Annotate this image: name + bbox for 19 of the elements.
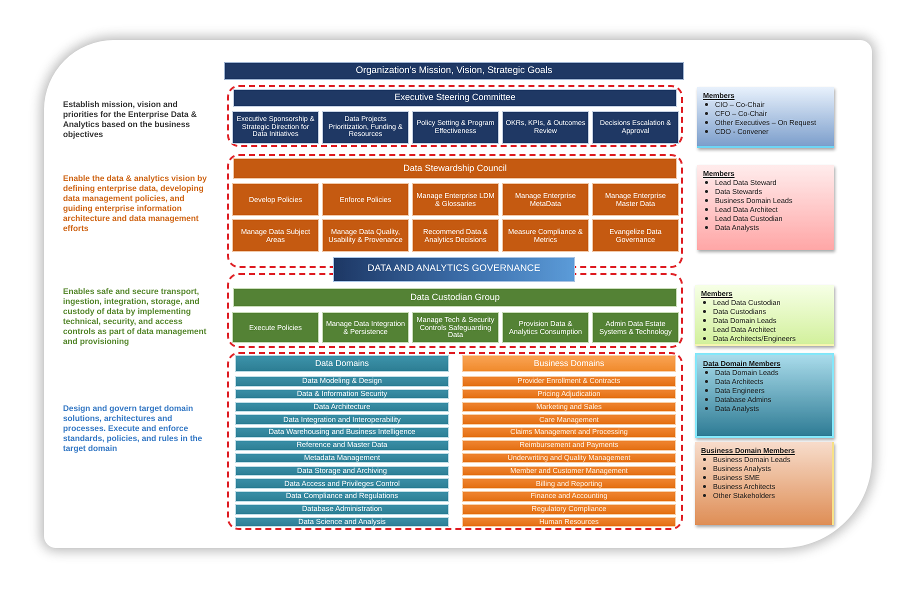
description-text: Design and govern target domain solutions, architectures and processes. Execute and enforce standards, policies, and rules in the target domain [63, 404, 204, 454]
domain-header-bar: Data Domains [235, 355, 449, 372]
committee-header-bar: Executive Steering Committee [233, 89, 677, 107]
description-text: Enable the data & analytics vision by defining enterprise data, developing data management policies, and guiding enterprise information architecture and data management efforts [63, 174, 208, 234]
dashed-group-outline [227, 352, 683, 530]
dashed-group-outline [227, 273, 683, 348]
mission-banner: Organization’s Mission, Vision, Strategic Goals [224, 62, 684, 80]
members-panel [695, 285, 834, 346]
members-panel [695, 442, 834, 525]
domain-header-bar: Business Domains [462, 355, 676, 372]
members-panel [697, 87, 834, 148]
description-text: Enables safe and secure transport, ingestion, integration, storage, and custody of data by implementing technical, security, and access controls as part of data management and provisioning [63, 287, 208, 348]
description-text: Establish mission, vision and priorities for the Enterprise Data & Analytics based on the business objectives [63, 100, 198, 140]
governance-banner: DATA AND ANALYTICS GOVERNANCE [333, 257, 575, 282]
council-header-bar: Data Stewardship Council [233, 158, 677, 179]
members-panel [695, 353, 834, 438]
dashed-group-outline [227, 85, 683, 147]
group-header-bar: Data Custodian Group [233, 288, 677, 307]
members-panel [697, 165, 834, 250]
